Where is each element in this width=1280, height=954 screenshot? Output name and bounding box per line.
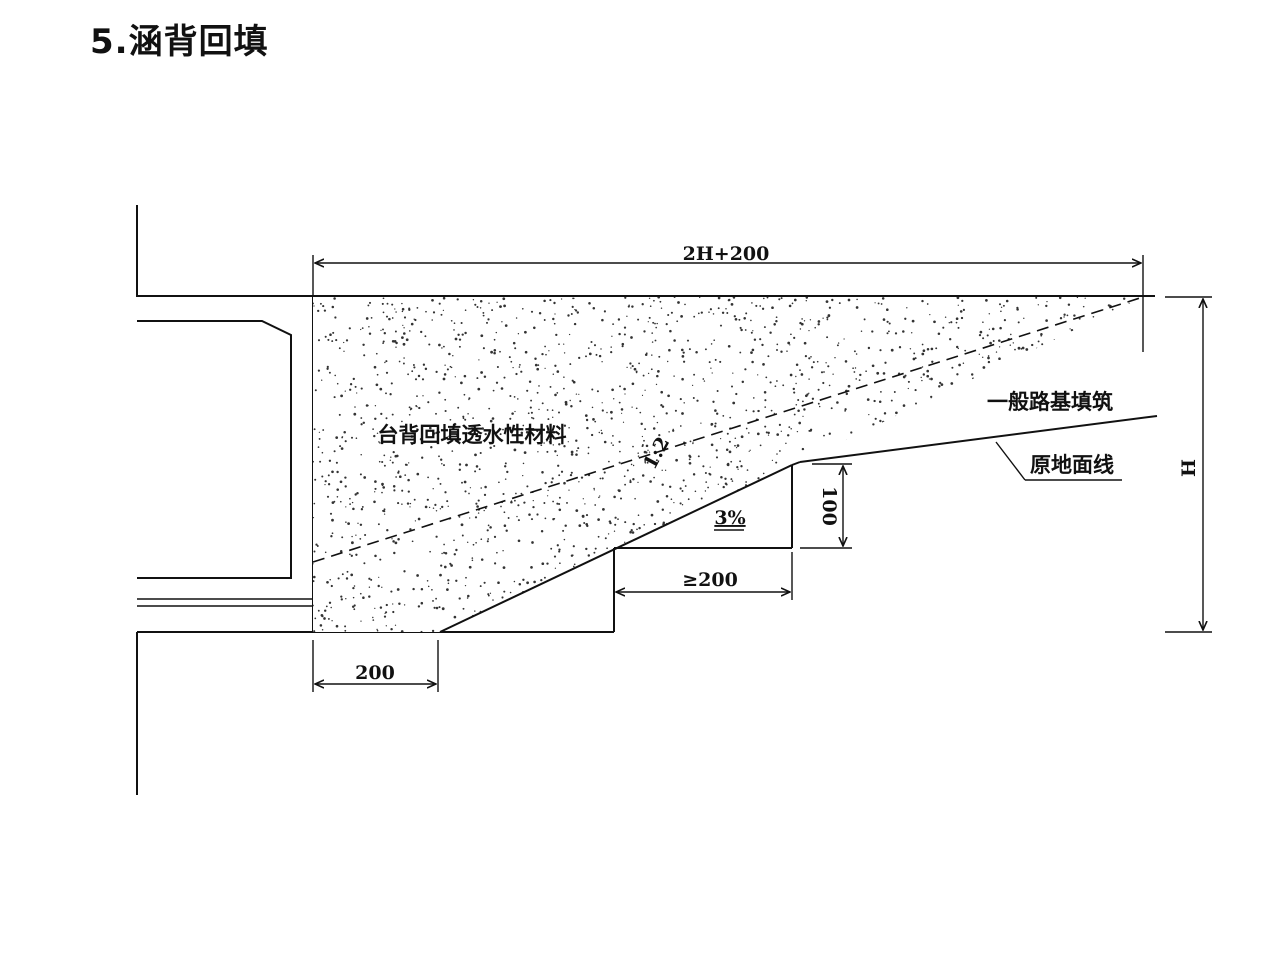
dimension-base-width xyxy=(312,640,439,692)
label-step-height: 100 xyxy=(818,486,840,526)
excavation-steps xyxy=(439,461,801,633)
original-ground-line xyxy=(799,415,1158,463)
page-title: 5.涵背回填 xyxy=(90,22,269,62)
label-height: H xyxy=(1178,459,1200,477)
label-base-width: 200 xyxy=(355,662,395,684)
dimension-top-width xyxy=(312,255,1144,352)
label-top-width: 2H+200 xyxy=(683,243,770,265)
leader-original-ground xyxy=(995,441,1026,481)
dimension-step-width xyxy=(616,552,793,600)
slope-line-1-2 xyxy=(312,296,1144,563)
label-step-width: ≥200 xyxy=(682,569,738,591)
dimension-height xyxy=(1165,296,1212,633)
label-step-slope: 3% xyxy=(714,507,745,529)
label-original-ground: 原地面线 xyxy=(1030,452,1114,477)
label-backfill-material: 台背回填透水性材料 xyxy=(378,422,567,447)
dimension-step-height xyxy=(800,463,852,549)
label-general-subgrade: 一般路基填筑 xyxy=(987,389,1113,414)
